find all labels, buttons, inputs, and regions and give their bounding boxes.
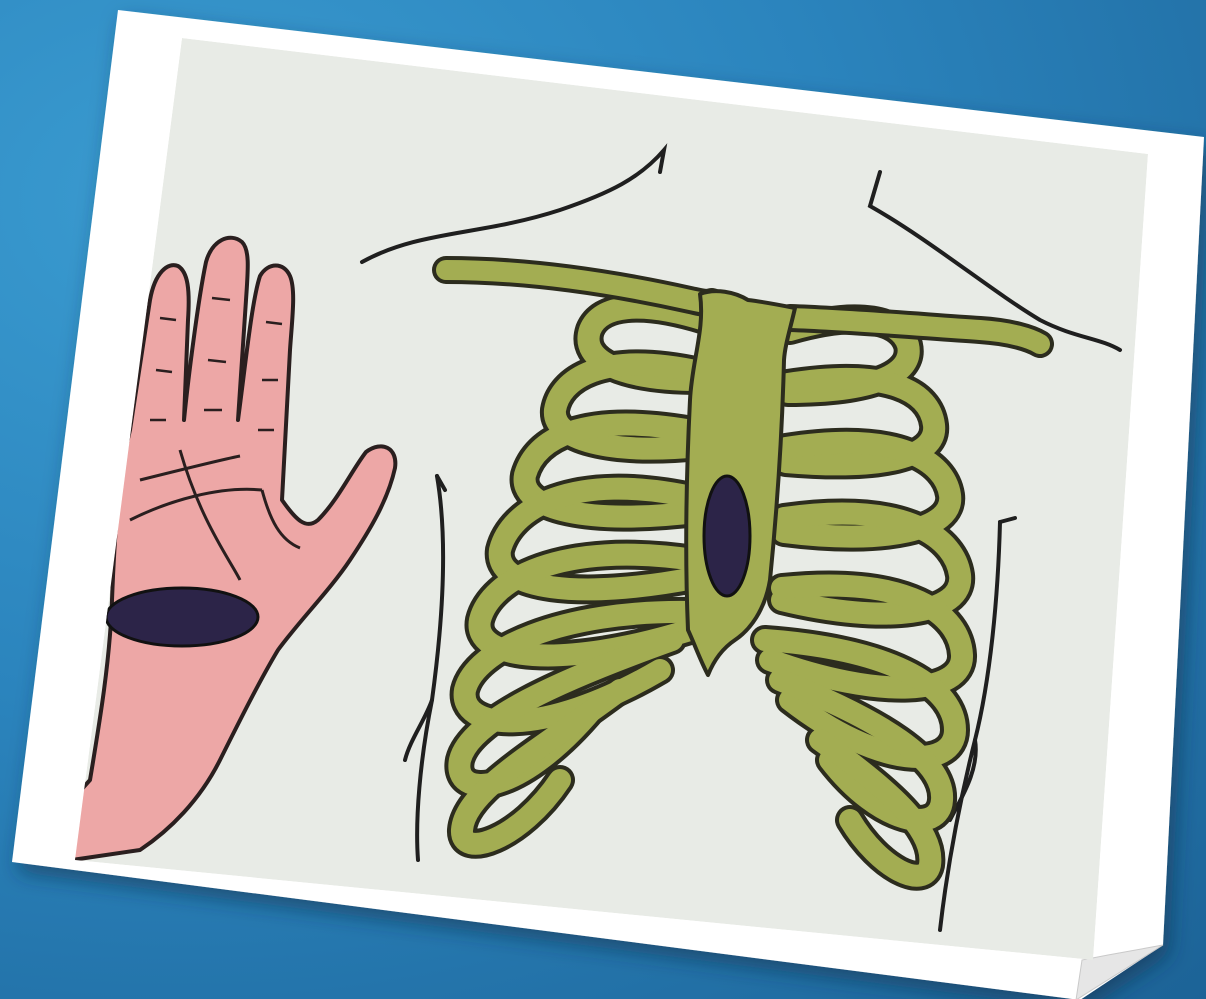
illustration (72, 38, 1148, 960)
palm-marker-icon (106, 588, 258, 646)
sternum-marker-icon (704, 476, 750, 596)
